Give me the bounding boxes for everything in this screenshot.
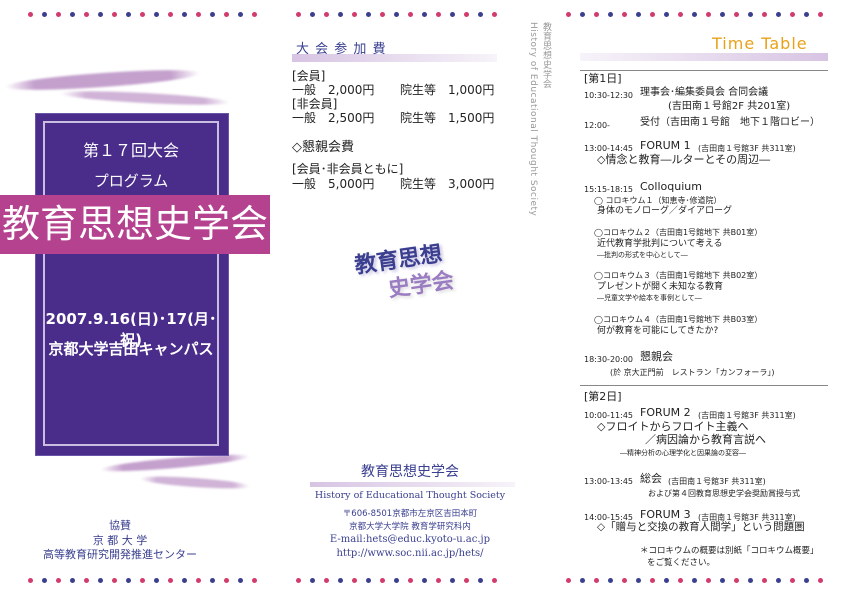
event-date: 2007.9.16(日)･17(月･祝) — [45, 310, 217, 349]
dot-border-top-left — [28, 12, 266, 20]
party-grad-fee: 院生等 3,000円 — [400, 177, 495, 191]
colloquium3-head: ◯コロキウム３（吉田南1号館地下 共B02室） — [594, 271, 763, 280]
timetable-heading: Time Table — [712, 34, 808, 53]
sponsor-label: 協賛 — [109, 519, 131, 532]
forum2-subtitle-3: ―精神分析の心理学化と因果論の変容― — [620, 449, 746, 457]
colloquium1-title: 身体のモノローグ／ダイアローグ — [597, 206, 733, 216]
program-cover-frame — [43, 121, 219, 446]
event2-title: 受付（吉田南１号館 地下１階ロビー） — [640, 117, 820, 128]
colloquium4-title: 何が教育を可能にしてきたか? — [597, 326, 719, 336]
party-time: 18:30-20:00 — [584, 355, 633, 364]
general-meeting-time: 13:00-13:45 — [584, 477, 633, 486]
forum2-subtitle-2: ／病因論から教育言説へ — [645, 433, 766, 446]
event2-time: 12:00- — [584, 121, 610, 130]
fee-heading: 大 会 参 加 費 — [296, 42, 387, 57]
nonmember-label: [非会員] — [292, 97, 338, 111]
party-place: (於 京大正門前 レストラン「カンフォーラ」) — [610, 368, 775, 377]
dot-border-bottom-middle — [296, 578, 506, 586]
timetable-heading-underline — [580, 53, 828, 61]
forum2-subtitle-1: ◇フロイトからフロイト主義へ — [597, 420, 749, 433]
colloquium-time: 15:15-18:15 — [584, 185, 633, 194]
party-heading: ◇懇親会費 — [292, 140, 354, 155]
colloquium1-head: ◯ コロキウム１（知恵寺･修道院） — [594, 196, 722, 205]
brush-stroke-bottom-2 — [139, 474, 251, 491]
forum3-subtitle: ◇「贈与と交換の教育人間学」という問題圏 — [597, 521, 805, 533]
spine-title-jp: 教育思想史学会 — [541, 22, 551, 89]
session-label: 第１７回大会 — [82, 141, 179, 160]
member-grad-fee: 院生等 1,000円 — [400, 83, 495, 97]
forum2-place: (吉田南１号館3F 共311室) — [698, 411, 796, 420]
dot-border-top-right — [566, 12, 832, 20]
brush-stroke-top — [4, 66, 201, 94]
spine-title-en: History of Educational Thought Society — [528, 22, 538, 217]
general-meeting-place: (吉田南１号館3F 共311室) — [668, 477, 766, 486]
forum1-subtitle: ◇情念と教育―ルターとその周辺― — [597, 153, 771, 166]
event1-time: 10:30-12:30 — [584, 91, 633, 100]
forum2-title: FORUM 2 — [640, 406, 691, 419]
org-email[interactable]: E-mail:hets@educ.kyoto-u.ac.jp — [329, 534, 491, 545]
member-general-fee: 一般 2,000円 — [292, 83, 375, 97]
org-address: 〒606-8501京都市左京区吉田本町 — [342, 509, 478, 519]
org-url[interactable]: http://www.soc.nii.ac.jp/hets/ — [336, 548, 484, 559]
sponsor-university: 京 都 大 学 — [92, 534, 148, 547]
event1-place: (吉田南１号館2F 共201室) — [668, 101, 791, 112]
colloquium2-subtitle: ―批判の形式を中心として― — [597, 251, 688, 259]
general-meeting-subtitle: および第４回教育思想史学会奨励賞授与式 — [648, 489, 800, 498]
program-label: プログラム — [93, 172, 169, 190]
dot-border-bottom-right — [566, 578, 832, 586]
fee-heading-underline — [292, 54, 497, 62]
general-meeting-title: 総会 — [640, 472, 662, 485]
title-band — [0, 195, 270, 254]
dot-border-top-middle — [296, 12, 506, 20]
forum3-time: 14:00-15:45 — [584, 513, 633, 522]
day2-divider — [580, 385, 828, 386]
colloquium2-title: 近代教育学批判について考える — [597, 239, 723, 249]
nonmember-general-fee: 一般 2,500円 — [292, 111, 375, 125]
brush-stroke-top-2 — [59, 88, 231, 108]
forum1-place: (吉田南１号館3F 共311室) — [698, 144, 796, 153]
org-name: 教育思想史学会 — [361, 464, 459, 480]
forum3-place: (吉田南１号館3F 共311室) — [698, 513, 796, 522]
party-title: 懇親会 — [640, 350, 673, 363]
day1-label: [第1日] — [584, 72, 622, 85]
nonmember-grad-fee: 院生等 1,500円 — [400, 111, 495, 125]
member-label: [会員] — [292, 69, 326, 83]
forum3-title: FORUM 3 — [640, 508, 691, 521]
day2-label: [第2日] — [584, 390, 622, 403]
forum1-title: FORUM 1 — [640, 139, 691, 152]
sponsor-center: 高等教育研究開発推進センター — [43, 548, 197, 561]
org-underline — [310, 482, 515, 487]
party-general-fee: 一般 5,000円 — [292, 177, 375, 191]
page-title: 教育思想史学会 — [1, 202, 268, 246]
society-logo: 教育思想 史学会 — [352, 233, 473, 337]
colloquium2-head: ◯コロキウム２（吉田南1号館地下 共B01室） — [594, 228, 763, 237]
colloquium-title: Colloquium — [640, 180, 702, 193]
forum2-time: 10:00-11:45 — [584, 411, 633, 420]
dot-border-bottom-left — [28, 578, 266, 586]
colloquium3-title: プレゼントが開く未知なる教育 — [597, 282, 724, 292]
program-cover-box — [35, 113, 229, 456]
event-venue: 京都大学吉田キャンパス — [48, 340, 214, 358]
event1-title: 理事会･編集委員会 合同会議 — [640, 87, 769, 98]
org-department: 京都大学大学院 教育学研究科内 — [349, 522, 471, 532]
colloquium4-head: ◯コロキウム４（吉田南1号館地下 共B03室） — [594, 315, 763, 324]
colloquium3-subtitle: ―児童文学や絵本を事例として― — [597, 294, 702, 302]
note-line-1: ＊コロキウムの概要は別紙「コロキウム概要」 — [640, 546, 819, 556]
day1-divider — [580, 70, 828, 71]
party-label: [会員･非会員ともに] — [292, 162, 404, 176]
forum1-time: 13:00-14:45 — [584, 144, 633, 153]
note-line-2: をご覧ください。 — [647, 558, 716, 568]
org-english-name: History of Educational Thought Society — [314, 490, 506, 501]
